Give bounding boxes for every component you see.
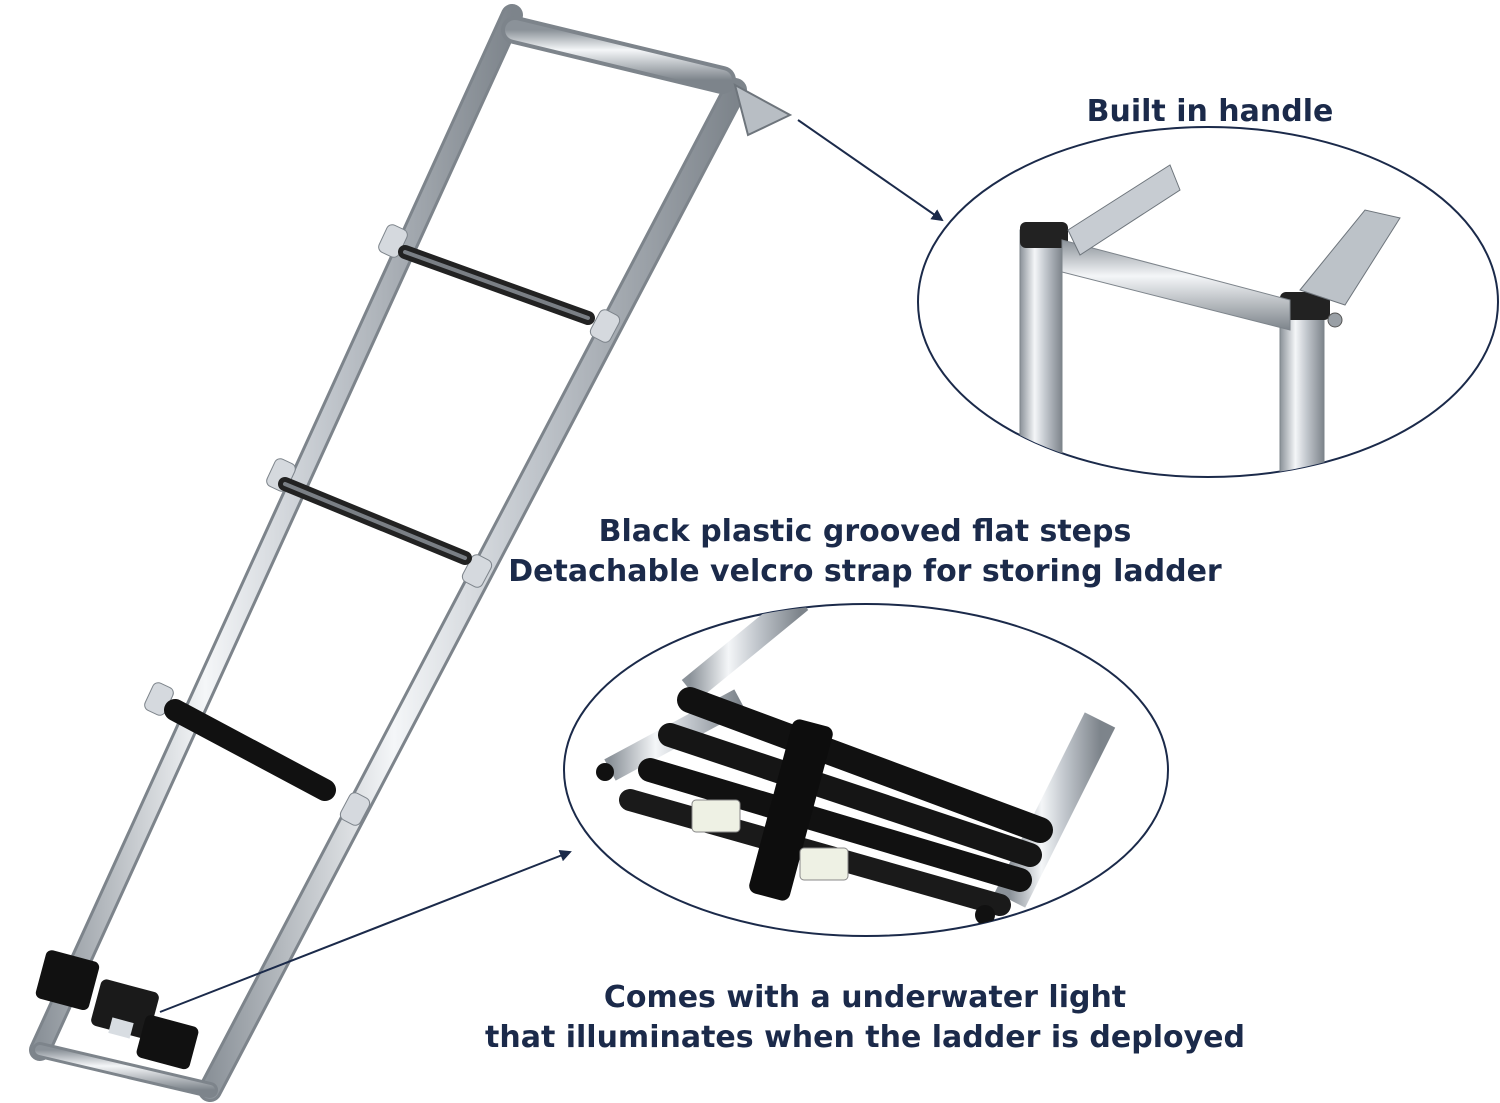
arrow-icon bbox=[159, 850, 572, 1013]
ladder-main bbox=[29, 4, 793, 1102]
caption-steps-line2: Detachable velcro strap for storing ladd… bbox=[508, 554, 1222, 589]
caption-steps-line1: Black plastic grooved flat steps bbox=[598, 514, 1132, 549]
caption-steps: Black plastic grooved flat steps Detacha… bbox=[500, 512, 1230, 592]
caption-light-line1: Comes with a underwater light bbox=[603, 980, 1127, 1015]
caption-underwater-light: Comes with a underwater light that illum… bbox=[480, 978, 1250, 1058]
callout-steps-detail bbox=[563, 603, 1169, 937]
caption-built-in-handle: Built in handle bbox=[1086, 94, 1334, 129]
arrow-icon bbox=[797, 119, 944, 222]
caption-light-line2: that illuminates when the ladder is depl… bbox=[485, 1020, 1245, 1055]
callout-handle-detail bbox=[917, 126, 1499, 478]
